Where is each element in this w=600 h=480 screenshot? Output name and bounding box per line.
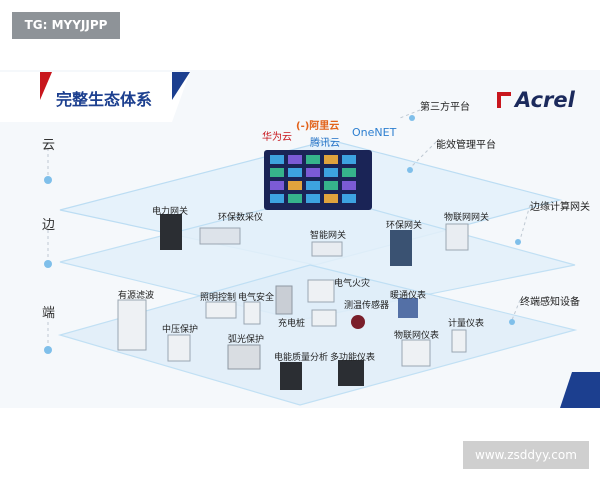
label-active-filter: 有源滤波	[118, 291, 155, 301]
power-quality-device	[280, 362, 302, 390]
label-metering: 计量仪表	[448, 319, 485, 329]
hvac-device	[398, 298, 418, 318]
label-electric-fire: 电气火灾	[334, 279, 371, 289]
temp-probe-device	[351, 315, 365, 329]
charging-pile-device	[275, 285, 293, 315]
onenet-logo: OneNET	[352, 126, 397, 139]
label-edge-gateway: 边缘计算网关	[530, 202, 590, 213]
layer-label-end: 端	[42, 306, 56, 321]
metering-device	[451, 329, 467, 353]
label-iot-gateway: 物联网网关	[444, 213, 490, 223]
tencent-cloud-logo: 腾讯云	[310, 138, 340, 149]
temp-sensor-device	[311, 309, 337, 327]
env-collector-device	[199, 227, 241, 245]
layer-label-edge: 边	[42, 218, 56, 233]
label-env-collector: 环保数采仪	[218, 213, 264, 223]
active-filter-device	[117, 299, 147, 351]
label-mv-protection: 中压保护	[162, 325, 199, 335]
label-power-quality: 电能质量分析	[274, 353, 329, 363]
leader-lines	[47, 109, 531, 348]
aliyun-logo: (-)阿里云	[296, 121, 340, 132]
title-panel	[0, 72, 190, 122]
arc-protection-device	[227, 344, 261, 370]
label-multi-meter: 多功能仪表	[330, 353, 376, 363]
mv-protection-device	[167, 334, 191, 362]
power-gateway-device	[160, 214, 182, 250]
watermark-bottom: www.zsddyy.com	[463, 441, 589, 469]
title-accent-right	[172, 72, 190, 100]
label-electric-safety: 电气安全	[238, 293, 275, 303]
corner-accent	[560, 372, 600, 408]
label-temp-sensor: 测温传感器	[344, 301, 390, 311]
lighting-device	[205, 301, 237, 319]
label-smart-gateway: 智能网关	[310, 231, 347, 241]
label-charging-pile: 充电桩	[278, 319, 306, 329]
label-energy-platform: 能效管理平台	[436, 140, 496, 151]
label-arc-protection: 弧光保护	[228, 335, 265, 345]
env-gateway-device	[390, 230, 412, 266]
layer-label-cloud: 云	[42, 138, 56, 153]
huawei-cloud-logo: 华为云	[262, 132, 292, 143]
safety-device	[243, 301, 261, 325]
iot-gateway-device	[445, 223, 469, 251]
title-accent	[40, 72, 52, 100]
label-third-party: 第三方平台	[420, 102, 470, 113]
label-lighting: 照明控制	[200, 293, 237, 303]
label-power-gateway: 电力网关	[152, 207, 189, 217]
acrel-logo: Acrel	[515, 88, 575, 112]
fire-device	[307, 279, 335, 303]
label-env-gateway: 环保网关	[386, 221, 423, 231]
label-iot-meter: 物联网仪表	[394, 331, 440, 341]
slide-title: 完整生态体系	[56, 90, 153, 109]
multi-meter-device	[338, 360, 364, 386]
label-terminal: 终端感知设备	[520, 297, 580, 308]
label-hvac-meter: 暖通仪表	[390, 291, 427, 301]
watermark-top: TG: MYYJJPP	[12, 12, 120, 39]
glow-dots	[44, 115, 521, 354]
iot-meter-device	[401, 339, 431, 367]
acrel-logo-mark	[497, 92, 511, 108]
smart-gateway-device	[311, 241, 343, 257]
dashboard-tiles	[270, 155, 356, 203]
